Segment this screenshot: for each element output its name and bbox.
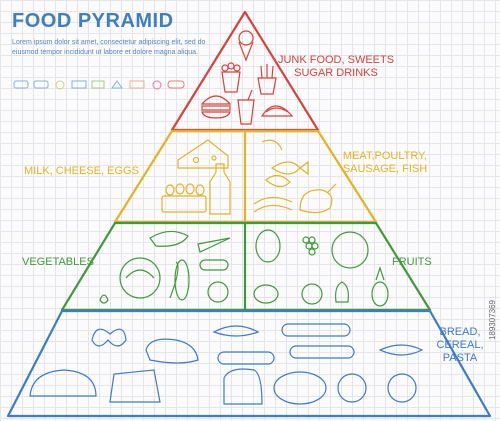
tier-fruits-label: FRUITS [392, 256, 452, 269]
melon-icon [255, 229, 281, 263]
tier-grains-label-line2: CEREAL, [436, 339, 484, 351]
tier-grains-label: BREAD, CEREAL, PASTA [420, 326, 500, 365]
shrimp-icon [261, 139, 283, 151]
tier-fruits-label-line1: FRUITS [392, 256, 432, 268]
tier-grains-label-line3: PASTA [442, 352, 478, 364]
toast-icon [223, 368, 263, 405]
stock-id-watermark: 189307369 [488, 300, 497, 341]
milk-bottle-icon [209, 163, 231, 215]
page-subtitle: Lorem ipsum dolor sit amet, consectetur … [12, 39, 206, 56]
pretzel-icon [91, 328, 127, 347]
watermelon-icon [331, 231, 369, 269]
tomato-icon [207, 281, 229, 303]
tier-vegetables-label-line1: VEGETABLES [22, 256, 94, 268]
tier-dairy-label-line1: MILK, CHEESE, EGGS [24, 165, 139, 177]
legend-mini-icons [13, 80, 185, 90]
eggs-icon [161, 183, 207, 213]
lemon-icon [253, 284, 279, 304]
meat-slice-icon [265, 174, 291, 188]
eggplant-icon [149, 230, 189, 247]
tier-junk-label-line2: SUGAR DRINKS [294, 67, 378, 79]
cheese-icon [177, 139, 229, 169]
tier-grains-label-line1: BREAD, [439, 326, 481, 338]
tier-vegetables-label: VEGETABLES [22, 256, 112, 269]
pear-icon [335, 281, 349, 303]
flour-sack-icon [145, 338, 199, 364]
soda-icon [237, 89, 255, 125]
fish-icon [270, 160, 309, 176]
tier-meat-label-line1: MEAT,POULTRY, [342, 150, 428, 162]
corn-icon [169, 259, 190, 301]
grapes-icon [302, 236, 319, 256]
tier-grains-outline [6, 309, 492, 418]
taco-icon [260, 105, 294, 117]
cabbage-icon [119, 257, 161, 299]
bread-loaf-icon [29, 369, 97, 397]
ice-cream-icon [238, 30, 254, 62]
baguette-icon [217, 323, 355, 365]
apple-icon [301, 283, 323, 305]
tier-meat-label-line2: SAUSAGE, FISH [342, 163, 428, 175]
tier-meat-label: MEAT,POULTRY, SAUSAGE, FISH [330, 150, 440, 176]
tier-junk-label-line1: JUNK FOOD, SWEETS [277, 54, 395, 66]
cucumber-icon [199, 259, 229, 271]
round-bread-icon [273, 371, 327, 405]
popcorn-icon [221, 62, 241, 93]
flour-sack-large-icon [109, 369, 161, 403]
fries-icon [257, 64, 277, 95]
chicken-icon [299, 183, 337, 214]
tier-dairy-label: MILK, CHEESE, EGGS [24, 165, 174, 178]
croissant-icon [212, 325, 424, 356]
pineapple-icon [371, 266, 389, 307]
carrot-icon [197, 237, 231, 253]
page-title: FOOD PYRAMID [12, 10, 174, 32]
bun-icon [337, 373, 417, 403]
garlic-icon [99, 294, 109, 304]
tier-junk-label: JUNK FOOD, SWEETS SUGAR DRINKS [276, 54, 396, 80]
sausage-icon [253, 196, 293, 213]
burger-icon [200, 95, 232, 119]
